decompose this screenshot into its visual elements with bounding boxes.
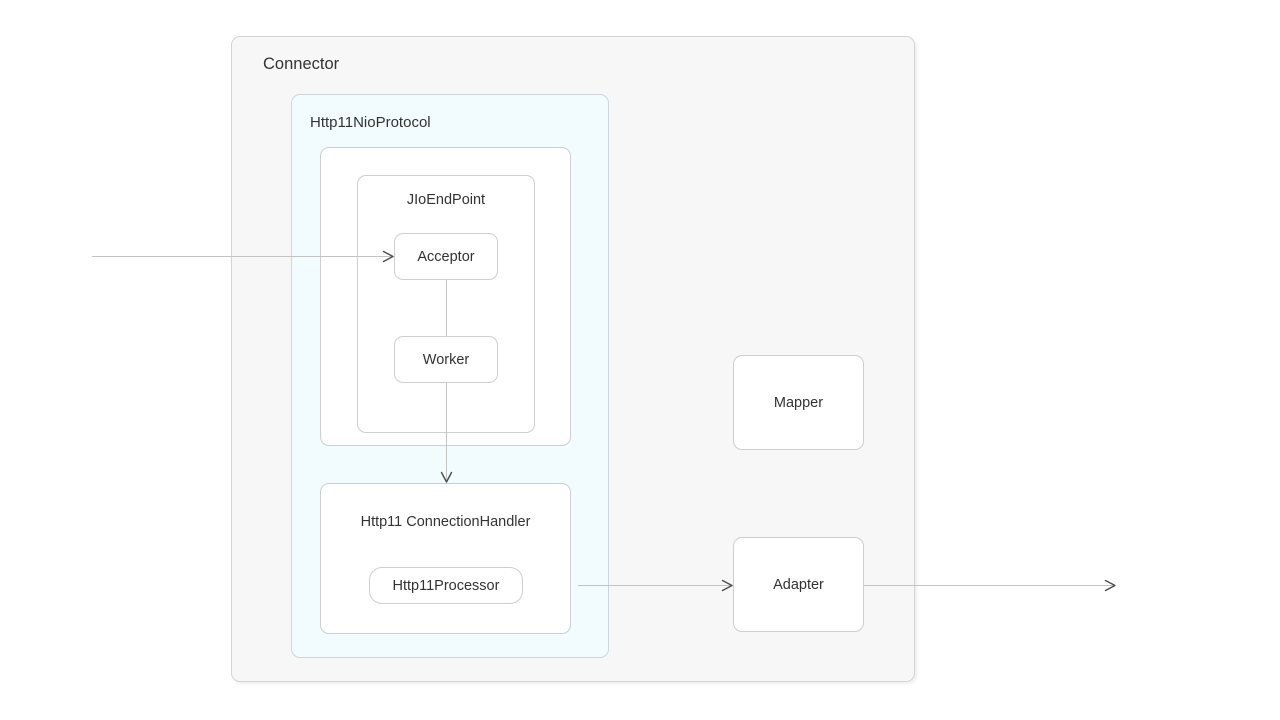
node-adapter-label: Adapter xyxy=(773,576,824,593)
container-jioendpoint-label: JIoEndPoint xyxy=(406,192,486,208)
container-http11-connectionhandler-label: Http11 ConnectionHandler xyxy=(360,514,531,530)
container-http11-connectionhandler[interactable] xyxy=(320,483,571,634)
node-worker[interactable]: Worker xyxy=(394,336,498,383)
node-adapter[interactable]: Adapter xyxy=(733,537,864,632)
node-http11processor-label: Http11Processor xyxy=(392,577,500,594)
node-mapper-label: Mapper xyxy=(773,394,824,411)
node-http11processor[interactable]: Http11Processor xyxy=(369,567,523,604)
container-jioendpoint[interactable] xyxy=(357,175,535,433)
node-acceptor-label: Acceptor xyxy=(417,248,475,265)
container-connector-label: Connector xyxy=(263,55,340,73)
container-http11nioprotocol-label: Http11NioProtocol xyxy=(310,114,431,131)
node-worker-label: Worker xyxy=(422,351,470,368)
node-acceptor[interactable]: Acceptor xyxy=(394,233,498,280)
node-mapper[interactable]: Mapper xyxy=(733,355,864,450)
